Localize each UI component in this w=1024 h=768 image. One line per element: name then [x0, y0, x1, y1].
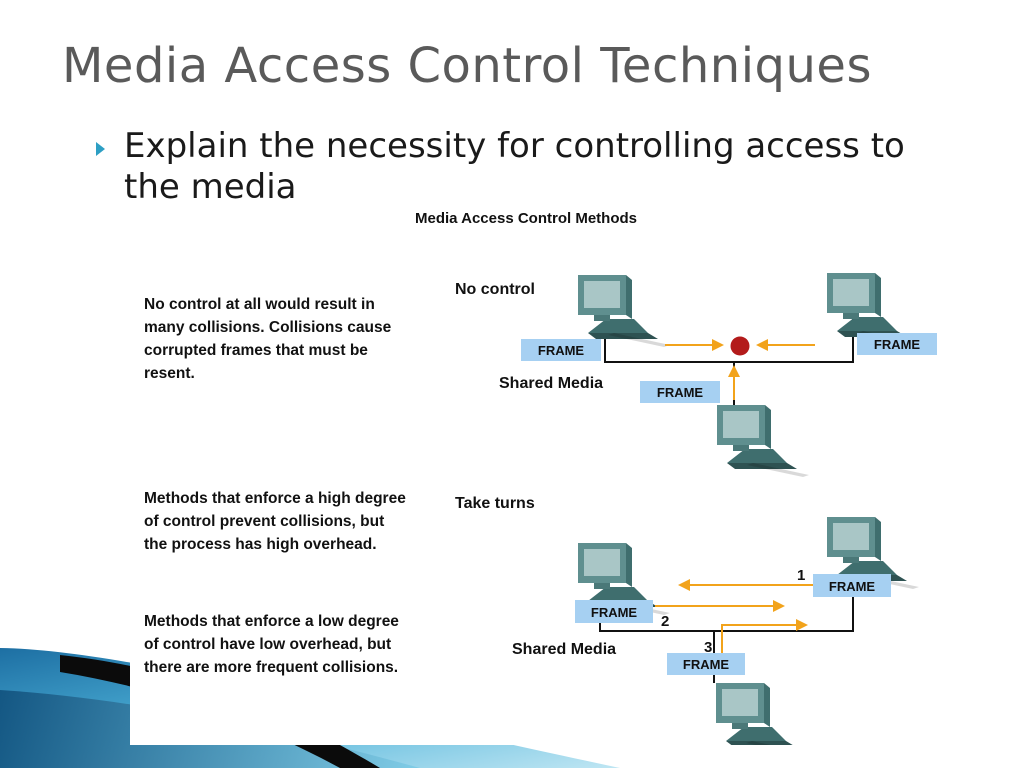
step-number: 1 — [797, 567, 805, 584]
frame-label: FRAME — [538, 343, 585, 358]
computer-bottom-icon — [716, 683, 808, 745]
frame-label: FRAME — [874, 337, 921, 352]
arrow-step-3 — [721, 619, 808, 657]
frame-label: FRAME — [683, 657, 730, 672]
frame-box: FRAME — [667, 653, 745, 675]
frame-box: FRAME — [813, 574, 891, 597]
shared-media-label-bottom: Shared Media — [512, 641, 617, 658]
slide-title: Media Access Control Techniques — [62, 38, 872, 94]
computer-bottom-icon — [717, 405, 809, 477]
bullet-marker-icon — [96, 142, 105, 156]
no-control-label: No control — [455, 281, 535, 298]
network-diagrams: FRAME FRAME FRAME 1 2 3 — [521, 273, 937, 745]
frame-box: FRAME — [575, 600, 653, 623]
no-control-description: No control at all would result in many c… — [144, 296, 392, 382]
high-control-description: Methods that enforce a high degree of co… — [144, 490, 406, 553]
step-number: 3 — [704, 639, 712, 656]
no-control-network: FRAME FRAME FRAME — [521, 273, 937, 477]
frame-label: FRAME — [657, 385, 704, 400]
shared-media-label-top: Shared Media — [499, 375, 604, 392]
take-turns-network: 1 2 3 FRAME FRAME FRAME — [575, 517, 919, 745]
take-turns-label: Take turns — [455, 495, 535, 512]
bullet-text: Explain the necessity for controlling ac… — [124, 126, 905, 207]
frame-box: FRAME — [640, 381, 720, 403]
frame-box: FRAME — [857, 333, 937, 355]
computer-left-icon — [578, 275, 670, 347]
low-control-description: Methods that enforce a low degree of con… — [144, 613, 399, 676]
media-access-figure: Media Access Control Methods No control … — [130, 205, 942, 745]
figure-title: Media Access Control Methods — [415, 210, 637, 227]
frame-box: FRAME — [521, 339, 601, 361]
collision-icon — [730, 336, 750, 356]
frame-label: FRAME — [591, 605, 638, 620]
frame-label: FRAME — [829, 579, 876, 594]
step-number: 2 — [661, 613, 669, 630]
